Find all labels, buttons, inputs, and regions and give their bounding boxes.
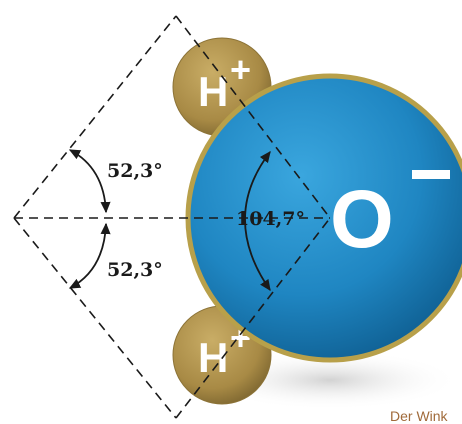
guide-line-lower-right: [175, 217, 331, 419]
arc-lower-52: [68, 222, 111, 289]
oxygen-label: O: [330, 174, 394, 265]
dashed-guide-lines: [13, 15, 331, 419]
guide-line-upper-right: [175, 15, 331, 219]
hydrogen-bottom-label: H: [198, 334, 228, 381]
oxygen-charge-mark: [412, 170, 450, 179]
caption-fragment: Der Wink: [390, 408, 449, 424]
guide-line-upper-left: [13, 15, 177, 219]
angle-label-total: 104,7°: [236, 208, 305, 230]
angle-label-lower: 52,3°: [107, 259, 163, 281]
oxygen-atom: O −: [185, 73, 462, 363]
arc-upper-52: [68, 149, 111, 214]
angle-arcs: [68, 149, 271, 292]
guide-line-lower-left: [13, 217, 177, 419]
arc-total-104: [244, 150, 271, 292]
hydrogen-top-charge: +: [230, 49, 251, 90]
hydrogen-top-label: H: [198, 68, 228, 115]
angle-label-upper: 52,3°: [107, 160, 163, 182]
